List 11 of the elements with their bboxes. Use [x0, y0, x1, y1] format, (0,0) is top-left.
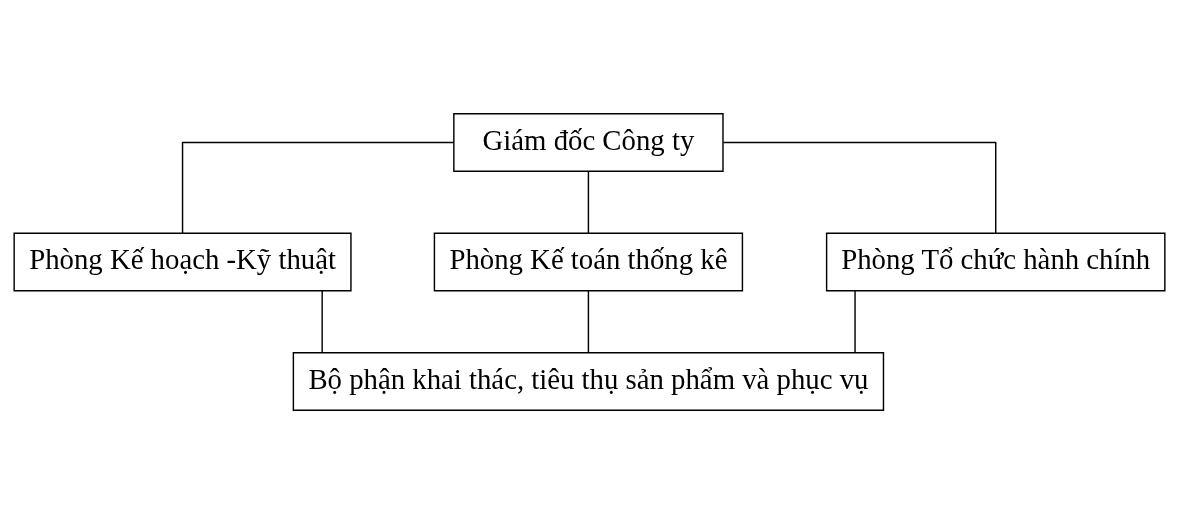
- connector: [321, 290, 323, 354]
- connector: [722, 141, 997, 234]
- connector: [854, 290, 856, 354]
- node-box: Phòng Tổ chức hành chính: [825, 232, 1166, 292]
- connector: [587, 290, 590, 354]
- node-box: Bộ phận khai thác, tiêu thụ sản phẩm và phục vụ: [292, 351, 885, 411]
- connector: [587, 170, 590, 234]
- node-box: Phòng Kế toán thống kê: [433, 232, 744, 292]
- node-box: Phòng Kế hoạch -Kỹ thuật: [13, 232, 352, 292]
- node-box: Giám đốc Công ty: [453, 113, 724, 173]
- connector: [181, 141, 455, 234]
